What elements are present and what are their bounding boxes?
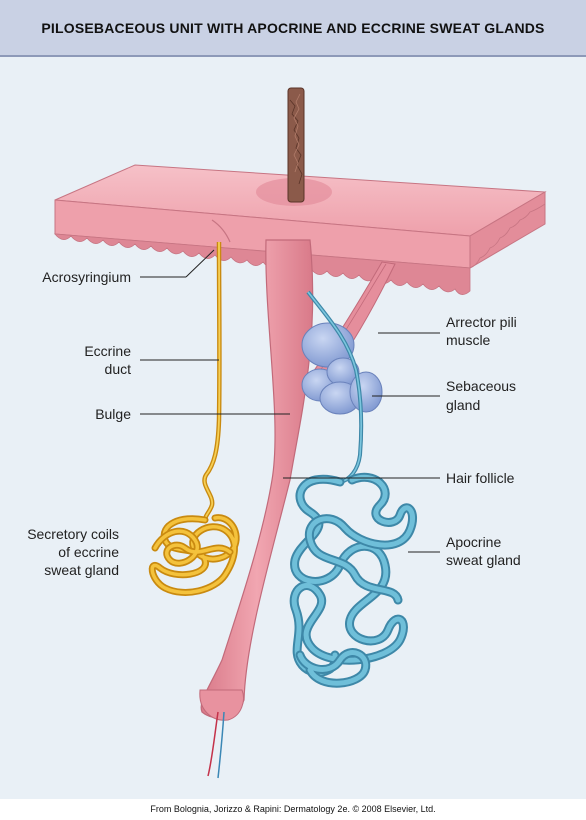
- header-bar: PILOSEBACEOUS UNIT WITH APOCRINE AND ECC…: [0, 0, 586, 57]
- eccrine-duct: [202, 241, 222, 521]
- label-apocrine-line1: Apocrine: [446, 534, 501, 550]
- footer: From Bolognia, Jorizzo & Rapini: Dermato…: [0, 799, 586, 820]
- apocrine-sweat-gland: [289, 472, 418, 688]
- label-sebaceous-line1: Sebaceous: [446, 378, 516, 394]
- skin-side-face: [469, 191, 546, 269]
- label-arrector-line2: muscle: [446, 332, 491, 348]
- label-eccrine-duct-line1: Eccrine: [84, 343, 131, 359]
- label-secretory-line1: Secretory coils: [27, 526, 119, 542]
- hair-bulb: [199, 689, 244, 721]
- leader-lines: [140, 249, 440, 553]
- figure-title: PILOSEBACEOUS UNIT WITH APOCRINE AND ECC…: [41, 20, 545, 36]
- dermal-papillae-side: [469, 203, 546, 269]
- skin-block: [54, 164, 547, 295]
- label-bulge: Bulge: [95, 406, 131, 422]
- credit-line: From Bolognia, Jorizzo & Rapini: Dermato…: [150, 804, 436, 814]
- eccrine-pore: [211, 219, 231, 243]
- label-arrector-line1: Arrector pili: [446, 314, 517, 330]
- label-acrosyringium: Acrosyringium: [42, 269, 131, 285]
- hair-shaft: [287, 87, 305, 203]
- label-secretory-line3: sweat gland: [44, 562, 119, 578]
- labels: Acrosyringium Eccrine duct Bulge Secreto…: [27, 269, 521, 578]
- eccrine-secretory-coils: [148, 514, 240, 596]
- hair-follicle: [199, 239, 314, 779]
- label-eccrine-duct-line2: duct: [105, 361, 132, 377]
- label-secretory-line2: of eccrine: [58, 544, 119, 560]
- label-apocrine-line2: sweat gland: [446, 552, 521, 568]
- label-hair-follicle: Hair follicle: [446, 470, 515, 486]
- label-sebaceous-line2: gland: [446, 397, 480, 413]
- dermal-papillae: [54, 233, 471, 295]
